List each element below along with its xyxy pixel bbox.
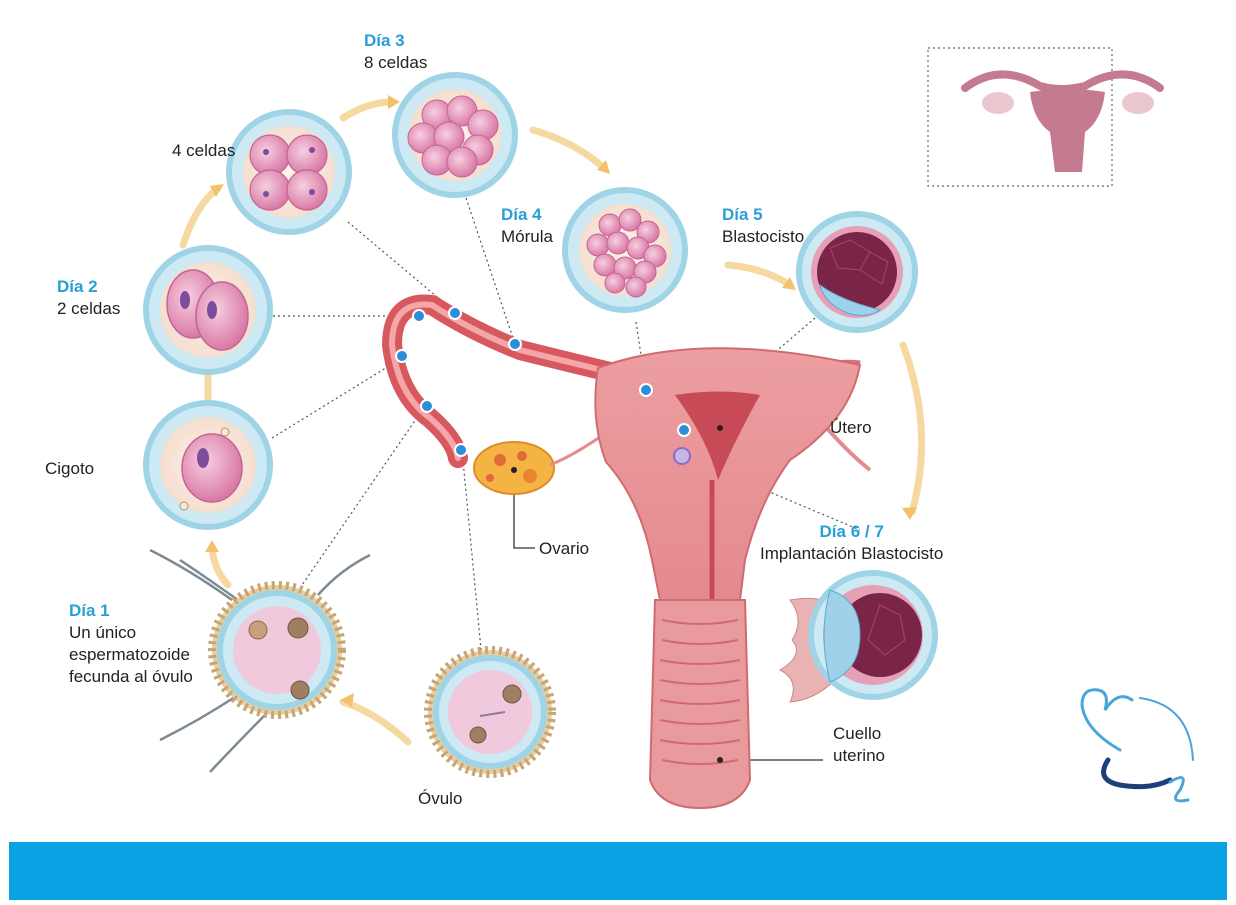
label-cigoto: Cigoto: [45, 458, 94, 480]
ovulo-text: Óvulo: [418, 788, 462, 810]
4celdas-text: 4 celdas: [172, 140, 235, 162]
marker-dia3: [509, 338, 521, 350]
cell-4celdas: [229, 112, 349, 232]
marker-ovulo: [455, 444, 467, 456]
leader-cigoto: [272, 358, 402, 438]
arrow-ovulo-to-dia1: [343, 702, 408, 742]
clinic-logo-icon: [1082, 690, 1193, 801]
leader-dia1: [300, 406, 425, 588]
label-4celdas: 4 celdas: [172, 140, 235, 162]
marker-dia5: [678, 424, 690, 436]
dia1-line1: Un único: [69, 622, 193, 644]
arrow-dia2-to-4celdas: [183, 188, 218, 245]
marker-4celdas: [449, 307, 461, 319]
footer-bar: [9, 842, 1227, 900]
arrowhead-2: [205, 540, 219, 552]
label-cuello-uterino: Cuello uterino: [833, 723, 885, 767]
cell-dia3: [395, 75, 515, 195]
dia1-line2: espermatozoide: [69, 644, 193, 666]
marker-cigoto: [396, 350, 408, 362]
cuello-line1: Cuello: [833, 723, 885, 745]
point-ovario: [511, 467, 517, 473]
label-dia4: Día 4 Mórula: [501, 204, 553, 248]
cigoto-text: Cigoto: [45, 458, 94, 480]
dia3-day: Día 3: [364, 30, 427, 52]
left-tube-lumen: [392, 305, 610, 459]
point-cuello: [717, 757, 723, 763]
label-ovulo: Óvulo: [418, 788, 462, 810]
label-utero: Útero: [830, 417, 872, 439]
marker-dia4: [640, 384, 652, 396]
marker-dia1: [421, 400, 433, 412]
arrow-dia1-to-cigoto: [212, 548, 228, 585]
arrow-dia3-to-dia4: [533, 130, 604, 168]
cell-cigoto: [146, 403, 270, 527]
dia5-day: Día 5: [722, 204, 804, 226]
utero-text: Útero: [830, 417, 872, 439]
dia3-text: 8 celdas: [364, 52, 427, 74]
arrow-dia4-to-dia5: [728, 265, 790, 285]
marker-dia2: [413, 310, 425, 322]
ovario-text: Ovario: [539, 538, 589, 560]
label-dia2: Día 2 2 celdas: [57, 276, 120, 320]
cell-dia2: [146, 248, 270, 372]
point-utero: [717, 425, 723, 431]
label-dia67: Día 6 / 7 Implantación Blastocisto: [760, 521, 943, 565]
label-dia3: Día 3 8 celdas: [364, 30, 427, 74]
label-dia5: Día 5 Blastocisto: [722, 204, 804, 248]
cuello-line2: uterino: [833, 745, 885, 767]
dia67-text: Implantación Blastocisto: [760, 543, 943, 565]
cell-dia67: [780, 573, 935, 702]
dia5-text: Blastocisto: [722, 226, 804, 248]
uterus-thumbnail-icon: [928, 48, 1160, 186]
cell-dia5: [799, 214, 915, 330]
dia1-day: Día 1: [69, 600, 193, 622]
dia67-day: Día 6 / 7: [760, 521, 943, 543]
arrowhead-5: [388, 95, 400, 109]
cell-dia4: [565, 190, 685, 310]
cell-ovulo: [428, 650, 552, 774]
implant-marker: [674, 448, 690, 464]
arrow-dia5-to-dia67: [903, 345, 922, 512]
dia2-day: Día 2: [57, 276, 120, 298]
left-fallopian-tube: [392, 305, 610, 459]
label-dia1: Día 1 Un único espermatozoide fecunda al…: [69, 600, 193, 688]
dia2-text: 2 celdas: [57, 298, 120, 320]
label-ovario: Ovario: [539, 538, 589, 560]
dia1-line3: fecunda al óvulo: [69, 666, 193, 688]
arrow-4celdas-to-dia3: [343, 102, 392, 118]
dia4-text: Mórula: [501, 226, 553, 248]
dia4-day: Día 4: [501, 204, 553, 226]
